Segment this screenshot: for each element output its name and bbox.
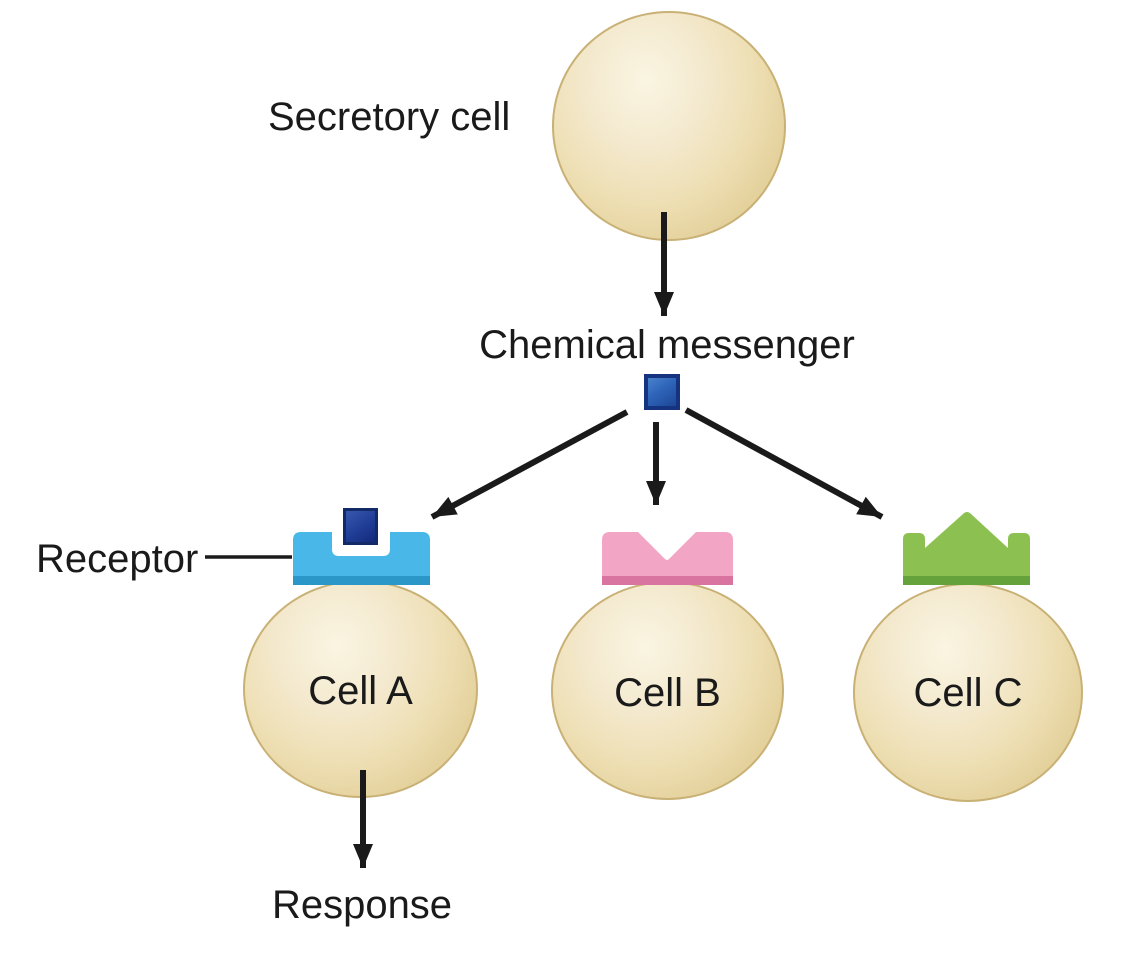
cell-b: Cell B xyxy=(551,581,784,800)
bound-messenger-icon xyxy=(343,508,378,545)
chemical-messenger-icon xyxy=(644,374,680,410)
arrow-to-cell-c-icon xyxy=(684,407,884,520)
chemical-messenger-label: Chemical messenger xyxy=(479,323,855,367)
response-label: Response xyxy=(271,883,453,927)
receptor-b-base-edge xyxy=(602,576,733,585)
cell-b-label: Cell B xyxy=(614,671,721,715)
receptor-c-icon xyxy=(903,512,1030,585)
receptor-label: Receptor xyxy=(36,537,199,581)
receptor-a-icon xyxy=(293,532,430,585)
cell-a-label: Cell A xyxy=(308,669,413,713)
receptor-b-icon xyxy=(602,532,733,585)
cell-c-label: Cell C xyxy=(913,671,1023,715)
receptor-a-base-edge xyxy=(293,576,430,585)
cell-c: Cell C xyxy=(853,583,1083,802)
secretory-cell-label: Secretory cell xyxy=(268,95,511,139)
secretory-cell xyxy=(552,11,786,241)
receptor-c-base-edge xyxy=(903,576,1030,585)
cell-a: Cell A xyxy=(243,580,478,798)
arrow-to-cell-a-icon xyxy=(430,409,629,520)
